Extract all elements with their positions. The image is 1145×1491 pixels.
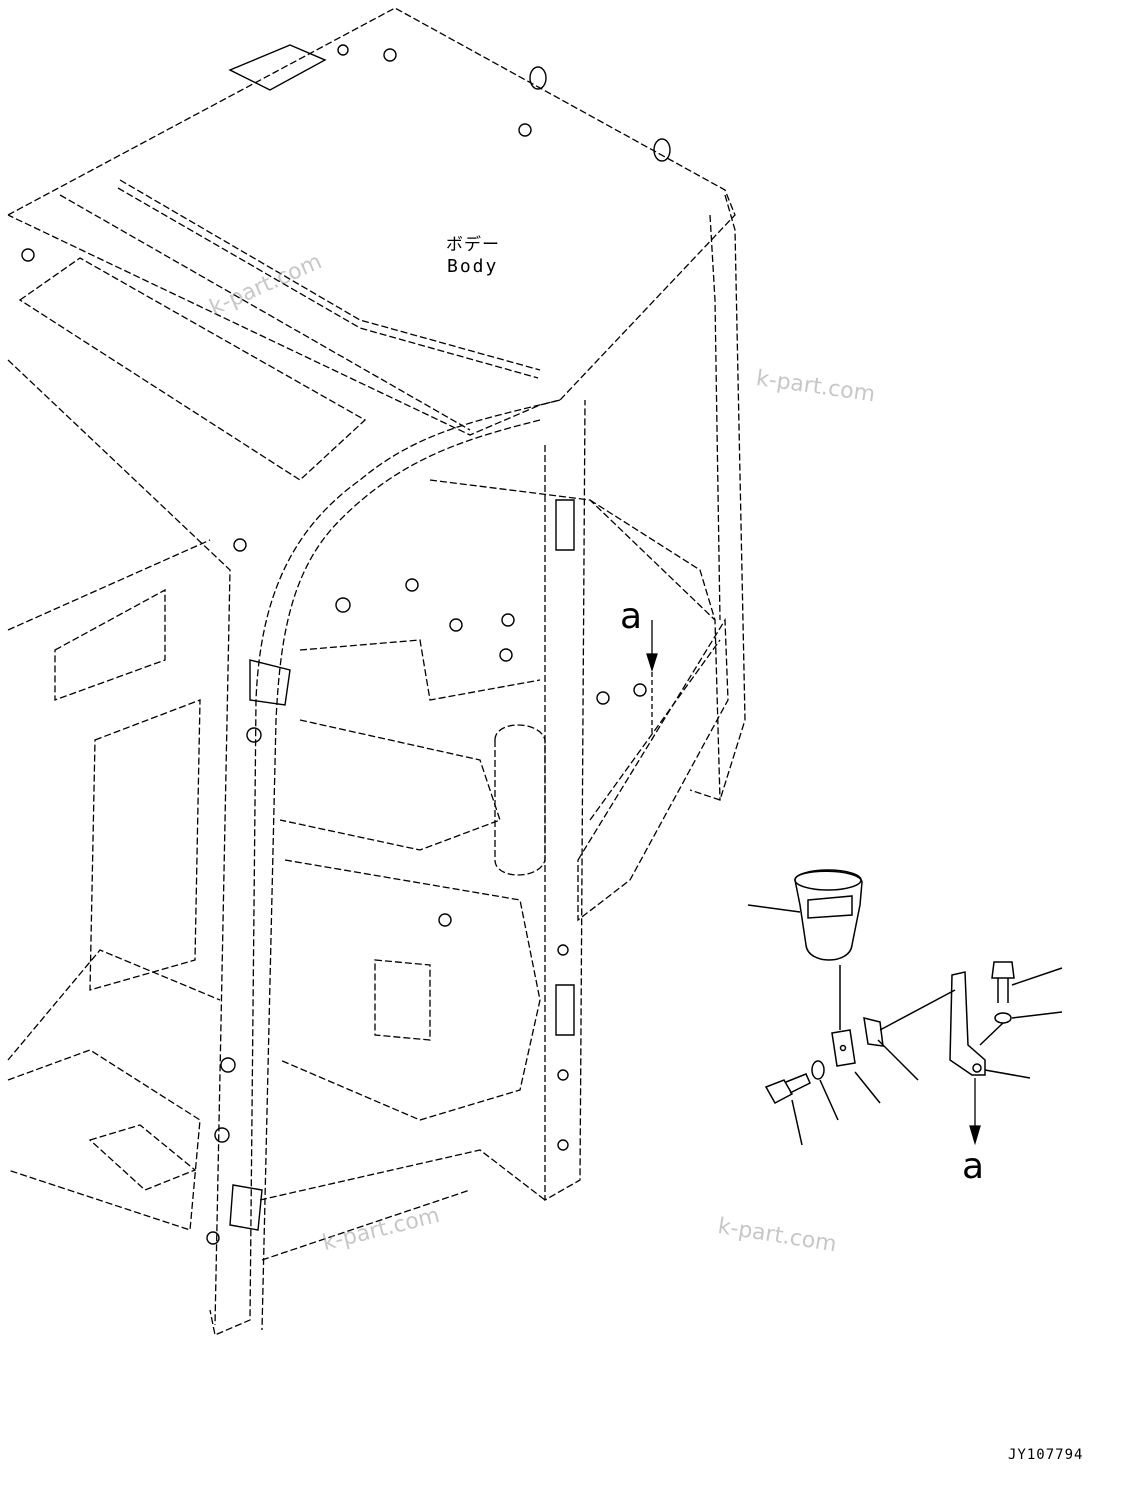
- seat-back-frame: [494, 724, 546, 876]
- bracket-leader: [984, 1069, 1031, 1079]
- left-side-panel: [89, 699, 201, 991]
- cup-holder-leader: [747, 904, 801, 913]
- roof-trim: [59, 194, 471, 431]
- post-hinge-1: [555, 499, 575, 551]
- upper-washer-leader: [1011, 1011, 1063, 1019]
- roof-hole-1: [337, 44, 349, 56]
- interior-boss-7: [633, 683, 647, 697]
- spacer-plate-leader: [854, 1071, 881, 1104]
- console: [279, 859, 541, 1121]
- pillar-bolt-5: [206, 1231, 220, 1245]
- post-hinge-2: [555, 984, 575, 1036]
- base-rail-2: [261, 1189, 471, 1261]
- reference-a-detail: a: [962, 1146, 985, 1187]
- pillar-bolt-4: [214, 1127, 230, 1143]
- roof-inner-panel: [18, 257, 367, 481]
- pillar-hinge-2: [229, 1184, 263, 1231]
- clip-to-bracket: [879, 989, 956, 1031]
- reference-a-top: a: [620, 596, 643, 637]
- lower-washer: [811, 1060, 825, 1080]
- floor-panel: [7, 1049, 201, 1231]
- floor-outline: [7, 949, 221, 1061]
- mount-plate-edge: [589, 639, 721, 821]
- lower-bolt-shank: [785, 1073, 811, 1094]
- pillar-bolt-2: [246, 727, 262, 743]
- roof-hinge: [228, 44, 327, 91]
- interior-boss-8: [438, 913, 452, 927]
- seat-base: [299, 639, 541, 701]
- base-rail: [259, 1149, 546, 1201]
- mount-plate: [577, 617, 729, 922]
- interior-boss-5: [499, 648, 513, 662]
- upper-washer: [994, 1012, 1012, 1024]
- left-frame-inner: [7, 539, 211, 631]
- interior-boss-3: [449, 618, 463, 632]
- cup-holder-rim: [794, 869, 862, 891]
- floor-hatch: [88, 1124, 197, 1191]
- right-panel: [589, 499, 721, 801]
- interior-boss-1: [335, 597, 351, 613]
- roof-rail-2: [117, 187, 539, 379]
- interior-boss-2: [405, 578, 419, 592]
- lower-washer-leader: [819, 1079, 839, 1121]
- upper-bolt: [991, 961, 1015, 979]
- seat-front: [279, 719, 501, 851]
- rear-tube-outer: [209, 399, 561, 1336]
- washer-to-bracket: [979, 1022, 1004, 1046]
- left-frame: [7, 359, 231, 1326]
- pillar-bolt-1: [233, 538, 247, 552]
- clip-leader: [877, 1039, 919, 1081]
- cup-holder-slot: [807, 895, 853, 919]
- roof-hole-3: [518, 123, 532, 137]
- lifting-eye-1: [529, 66, 547, 90]
- roof-outline: [7, 7, 736, 436]
- drawing-number: JY107794: [1008, 1447, 1084, 1463]
- front-pillar-inner: [709, 214, 721, 621]
- post-bolt-3: [557, 1139, 569, 1151]
- bracket-hole: [972, 1063, 982, 1073]
- lifting-eye-2: [653, 138, 671, 162]
- roof-hole-2: [383, 48, 397, 62]
- ref-a-detail-arrowhead: [969, 1125, 981, 1146]
- pillar-bolt-3: [220, 1057, 236, 1073]
- spacer-plate-hole: [839, 1044, 847, 1052]
- front-pillar-outer: [689, 194, 746, 801]
- vertical-post: [544, 399, 586, 1202]
- pillar-hinge-1: [249, 659, 291, 706]
- body-label-japanese: ボデー: [446, 235, 500, 255]
- post-bolt-1: [557, 944, 569, 956]
- ref-a-top-arrowhead: [646, 653, 658, 673]
- upper-bolt-leader: [1011, 967, 1063, 986]
- lower-bolt-head: [764, 1079, 794, 1105]
- spacer-plate: [831, 1029, 856, 1067]
- roof-hole-4: [21, 248, 35, 262]
- body-label: Body: [447, 256, 499, 277]
- post-bolt-2: [557, 1069, 569, 1081]
- rear-tube-inner: [261, 419, 541, 1331]
- lower-bolt-leader: [791, 1099, 803, 1146]
- left-window: [54, 588, 166, 701]
- roof-rail: [119, 179, 541, 371]
- console-box: [374, 959, 431, 1041]
- interior-boss-6: [596, 691, 610, 705]
- cup-holder: [794, 870, 863, 961]
- interior-boss-4: [501, 613, 515, 627]
- bracket: [949, 971, 986, 1076]
